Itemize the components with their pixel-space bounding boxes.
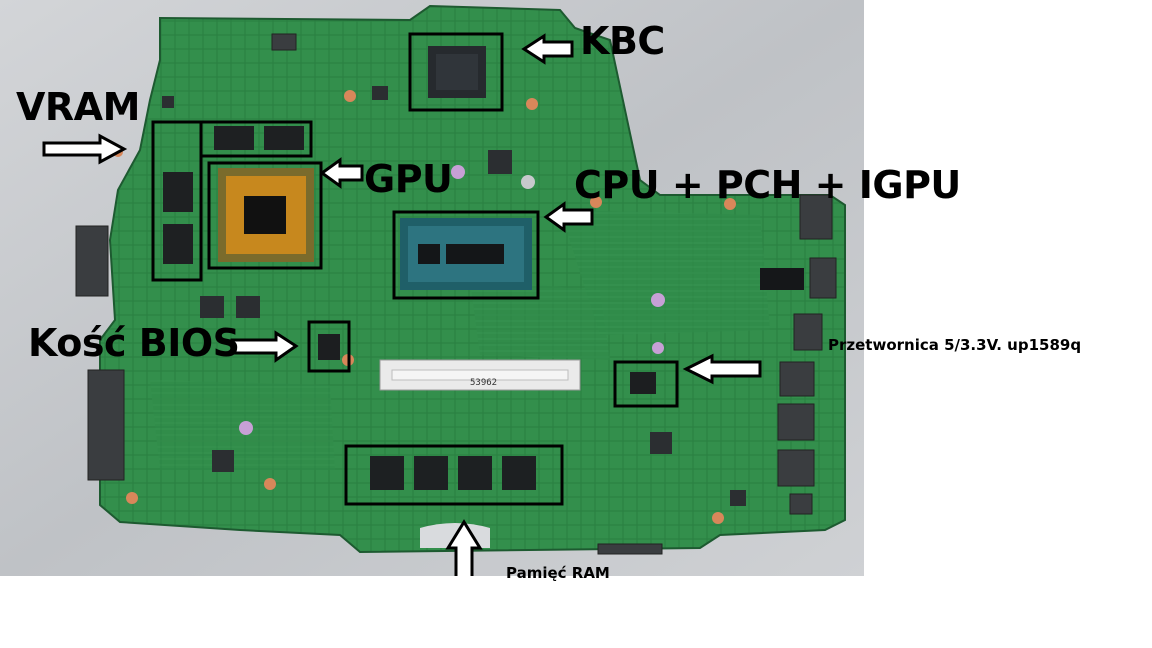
misc-components (162, 86, 804, 506)
pcb-routing-region (470, 280, 610, 360)
annotation-arrows (42, 33, 762, 576)
vram-chips (163, 126, 304, 264)
label-converter: Przetwornica 5/3.3V. up1589q (828, 336, 1082, 354)
ram-box (344, 444, 564, 506)
edge-connectors (75, 33, 837, 555)
dimm-code: 53962 (470, 378, 497, 388)
gpu-arrow (319, 157, 364, 189)
bios-chip (318, 334, 340, 360)
pcb-routing-region (560, 210, 770, 335)
converter-chip (630, 372, 656, 394)
gpu-box (207, 161, 323, 270)
mounting-holes (113, 90, 736, 546)
cpu-chip (400, 218, 532, 290)
gpu-chip (218, 168, 314, 262)
converter-box (613, 360, 679, 408)
bios-arrow (230, 330, 299, 363)
kbc-box (408, 32, 504, 112)
label-ram: Pamięć RAM (506, 564, 610, 582)
motherboard-photo: 53962 (0, 0, 864, 576)
label-bios: Kość BIOS (28, 321, 240, 365)
cpu-arrow (543, 201, 594, 233)
label-kbc: KBC (580, 19, 665, 63)
ram-arrow (445, 519, 483, 576)
label-gpu: GPU (364, 157, 453, 201)
converter-arrow (682, 353, 762, 385)
label-vram: VRAM (16, 85, 140, 129)
capacitors (239, 165, 665, 435)
cpu-box (392, 210, 540, 300)
dimm-slot: 53962 (379, 359, 581, 391)
vram-box-left (151, 120, 203, 282)
vram-arrow (42, 133, 128, 165)
label-cpu: CPU + PCH + IGPU (574, 163, 961, 207)
kbc-chip (428, 46, 486, 98)
ram-chips (370, 456, 536, 490)
bios-box (307, 320, 351, 373)
annotation-boxes (151, 32, 679, 506)
kbc-arrow (521, 33, 574, 65)
motherboard-illustration: 53962 (0, 0, 864, 576)
vram-box-top (199, 120, 313, 158)
